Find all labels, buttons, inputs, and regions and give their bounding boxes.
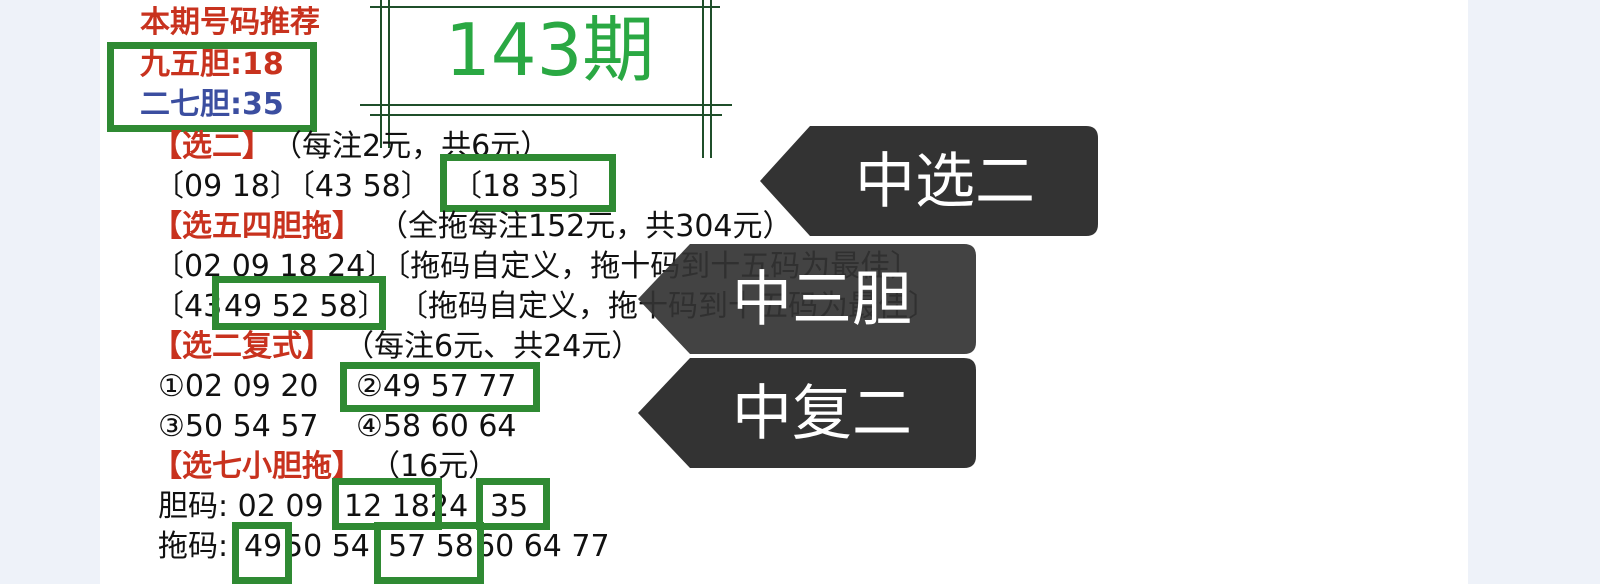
pick5-highlight-box [212,276,386,330]
frame-line [360,104,732,106]
pick7-title: 【选七小胆拖】 [152,449,362,484]
pick2-line-b: 〔18 35〕 [452,169,598,204]
group-2-highlight-box [340,362,540,412]
tuo-b: 50 54 [284,529,370,564]
hit-multi-banner-shape [638,358,976,468]
tuo-a-highlight-box [232,522,292,584]
pick2-title: 【选二】 [152,129,272,164]
hit-multi-label: 中复二 [732,379,912,449]
hit-pick2-label: 中选二 [855,147,1035,217]
frame-line [370,114,722,116]
pick5-title: 【选五四胆拖】 [152,209,362,244]
frame-line [710,0,712,158]
pick2-highlight-box [440,154,616,212]
nine-five-dan: 九五胆:18 [140,47,284,82]
group-4: ④58 60 64 [356,409,517,444]
hit-three-label: 中三胆 [732,265,912,335]
dan-highlight-box [107,42,317,132]
hit-three-banner-shape [638,244,976,354]
dan-a: 12 18 [344,489,430,524]
pick2multi-note: （每注6元、共24元） [344,329,642,364]
frame-line [380,0,382,148]
frame-line [370,6,720,8]
group-3: ③50 54 57 [158,409,319,444]
period-number: 143期 [445,8,655,92]
recommend-title: 本期号码推荐 [140,5,320,40]
tuo-d: 60 64 77 [476,529,610,564]
tuo-a: 49 [244,529,283,564]
pick7-note: （16元） [370,449,499,484]
frame-line [702,0,704,158]
tuo-c-highlight-box [374,522,484,584]
frame-line [388,0,390,148]
pick5-note: （全拖每注152元，共304元） [378,209,793,244]
dan-c-highlight-box [476,478,550,530]
pick2-line-a: 〔09 18〕〔43 58〕 [154,169,431,204]
dan-c: 35 [490,489,529,524]
group-2: ②49 57 77 [356,369,517,404]
two-seven-dan: 二七胆:35 [140,87,284,122]
tuo-label: 拖码: [158,529,229,564]
pick5-line2-b: 49 52 58〕 [224,289,388,324]
tuo-c: 57 58 [388,529,474,564]
group-1: ①02 09 20 [158,369,319,404]
pick5-line2-a: 〔43 [154,289,223,324]
pick2multi-title: 【选二复式】 [152,329,332,364]
dan-label: 胆码: 02 09 [158,489,324,524]
hit-pick2-banner-shape [760,126,1098,236]
